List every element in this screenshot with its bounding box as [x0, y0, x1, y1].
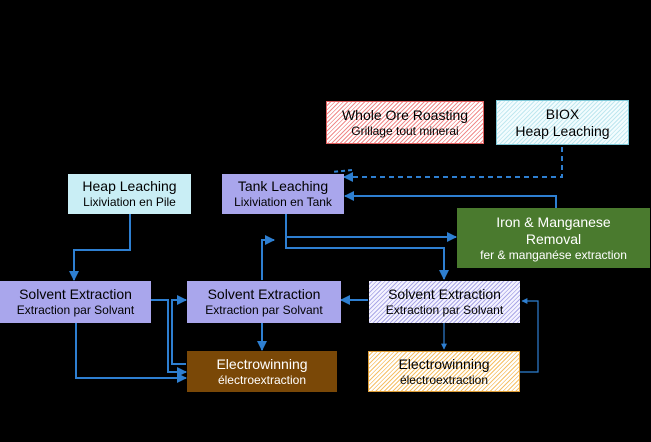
tank-leaching-box: Tank Leaching Lixiviation en Tank — [222, 174, 344, 214]
solvent-extraction-right-box: Solvent Extraction Extraction par Solvan… — [369, 281, 520, 323]
tank-leaching-subtitle: Lixiviation en Tank — [234, 195, 332, 210]
electrowinning-brown-subtitle: électroextraction — [217, 372, 307, 387]
connector-heap-to-sx-left — [69, 202, 131, 281]
connector-tank-to-sx-right — [285, 237, 449, 280]
biox-subtitle: Heap Leaching — [515, 122, 610, 139]
electrowinning-orange-subtitle: électroextraction — [399, 372, 489, 387]
solvent-extraction-right-subtitle: Extraction par Solvant — [385, 303, 504, 318]
connector-sx-left-down-to-ew-brown — [75, 322, 187, 383]
iron-manganese-removal-box: Iron & Manganese Removal fer & manganése… — [457, 208, 650, 268]
connector-ew-brown-to-sx-middle — [171, 295, 187, 365]
solvent-extraction-right-title: Solvent Extraction — [388, 286, 501, 303]
connector-iron-to-tank — [344, 191, 557, 208]
solvent-extraction-left-box: Solvent Extraction Extraction par Solvan… — [0, 281, 151, 323]
connector-sx-middle-loop — [261, 235, 275, 280]
heap-leaching-title: Heap Leaching — [82, 178, 177, 195]
heap-leaching-box: Heap Leaching Lixiviation en Pile — [68, 174, 191, 214]
connector-sx-left-to-ew-brown — [151, 299, 187, 377]
heap-leaching-subtitle: Lixiviation en Pile — [83, 195, 176, 210]
connector-ew-orange-to-sx-right — [520, 298, 539, 373]
solvent-extraction-middle-subtitle: Extraction par Solvant — [205, 303, 323, 318]
iron-manganese-subtitle: fer & manganése extraction — [480, 247, 627, 262]
whole-ore-roasting-box: Whole Ore Roasting Grillage tout minerai — [326, 101, 484, 144]
electrowinning-brown-title: Electrowinning — [216, 355, 308, 372]
electrowinning-brown-box: Electrowinning électroextraction — [187, 351, 337, 392]
electrowinning-orange-title: Electrowinning — [398, 355, 490, 372]
biox-title: BIOX — [545, 105, 580, 122]
solvent-extraction-middle-box: Solvent Extraction Extraction par Solvan… — [187, 281, 341, 323]
solvent-extraction-middle-title: Solvent Extraction — [207, 286, 321, 303]
electrowinning-orange-box: Electrowinning électroextraction — [368, 351, 520, 392]
solvent-extraction-left-title: Solvent Extraction — [19, 286, 132, 303]
tank-leaching-title: Tank Leaching — [237, 178, 329, 195]
connector-biox-to-tank — [343, 147, 563, 182]
connector-roasting-to-tank — [331, 169, 353, 173]
whole-ore-roasting-subtitle: Grillage tout minerai — [351, 123, 459, 138]
iron-manganese-title: Iron & Manganese — [496, 214, 611, 230]
connector-tank-to-iron — [285, 214, 457, 242]
biox-box: BIOX Heap Leaching — [496, 100, 629, 145]
whole-ore-roasting-title: Whole Ore Roasting — [341, 106, 469, 123]
iron-manganese-title-2: Removal — [525, 230, 582, 247]
solvent-extraction-left-subtitle: Extraction par Solvant — [16, 303, 135, 318]
